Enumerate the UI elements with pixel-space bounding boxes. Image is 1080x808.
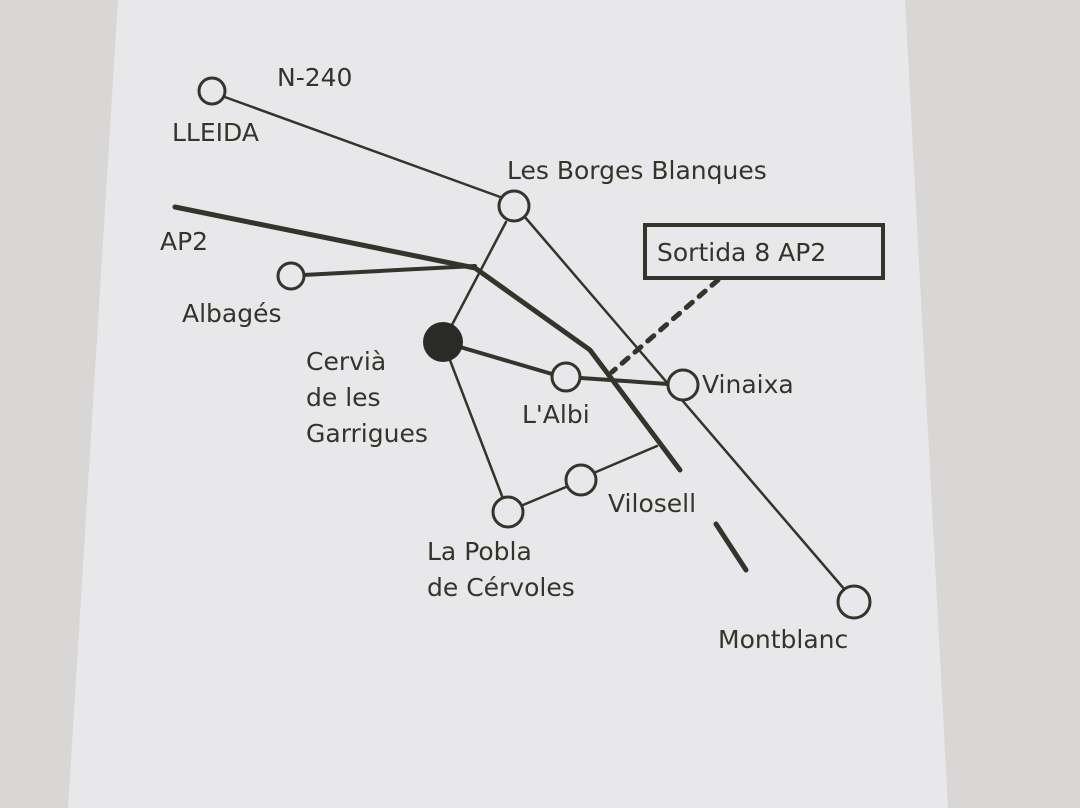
town-montblanc-marker xyxy=(836,584,872,620)
town-pobla-marker xyxy=(491,495,525,529)
road-vilosell-ap2 xyxy=(594,444,659,474)
town-albages-marker xyxy=(276,261,306,291)
map-card xyxy=(68,0,948,808)
town-label-pobla-2: de Cérvoles xyxy=(427,573,575,602)
road-cervia-pobla xyxy=(446,353,504,498)
town-cervia-marker xyxy=(423,322,463,362)
town-label-cervia-3: Garrigues xyxy=(306,419,428,448)
town-albi-marker xyxy=(550,361,582,393)
town-label-cervia-2: de les xyxy=(306,383,381,412)
town-vilosell-marker xyxy=(564,463,598,497)
exit-sign-box xyxy=(643,223,885,280)
road-borges-cervia xyxy=(441,220,508,344)
town-label-montblanc: Montblanc xyxy=(718,625,848,654)
road-pobla-vilosell xyxy=(521,485,568,507)
town-lleida-marker xyxy=(197,76,227,106)
road-ap2 xyxy=(172,204,683,473)
town-label-lleida: LLEIDA xyxy=(172,118,259,147)
road-label-ap2: AP2 xyxy=(160,227,208,256)
road-albi-vinaixa xyxy=(579,376,670,386)
road-n240-south xyxy=(522,214,847,592)
road-label-n240: N-240 xyxy=(277,63,352,92)
road-albages xyxy=(301,264,477,277)
exit-sign-label: Sortida 8 AP2 xyxy=(657,238,826,267)
town-label-pobla-1: La Pobla xyxy=(427,537,532,566)
town-label-borges: Les Borges Blanques xyxy=(507,156,767,185)
town-label-albages: Albagés xyxy=(182,299,282,328)
road-n240 xyxy=(220,94,505,200)
town-label-vilosell: Vilosell xyxy=(608,489,696,518)
road-ap2-dashed xyxy=(713,521,749,573)
town-label-albi: L'Albi xyxy=(522,400,590,429)
town-label-cervia-1: Cervià xyxy=(306,347,386,376)
town-vinaixa-marker xyxy=(666,368,700,402)
town-borges-marker xyxy=(497,189,531,223)
exit-leader-dotted xyxy=(609,277,721,375)
town-label-vinaixa: Vinaixa xyxy=(702,370,794,399)
